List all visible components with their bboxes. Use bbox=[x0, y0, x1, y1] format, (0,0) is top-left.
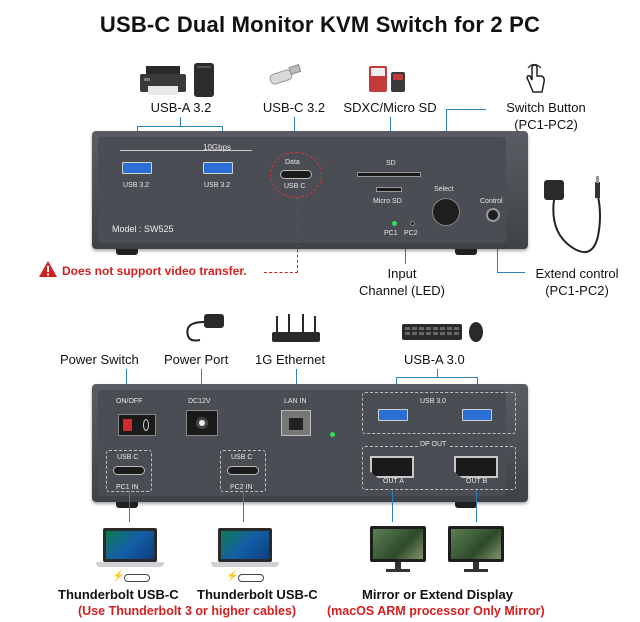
pc2-in-label: PC2 IN bbox=[228, 484, 255, 491]
pc1-label: PC1 bbox=[384, 230, 398, 237]
front-usb-a-port-2[interactable] bbox=[203, 162, 233, 174]
label-input-sub: Channel (LED) bbox=[359, 283, 445, 298]
power-switch[interactable] bbox=[118, 414, 156, 436]
dc-label: DC12V bbox=[188, 398, 211, 405]
sd-card-icon bbox=[369, 66, 405, 92]
out-a-label: OUT A bbox=[383, 478, 404, 485]
warning-icon bbox=[39, 261, 57, 277]
printer-icon bbox=[140, 66, 186, 95]
model-label: Model : SW525 bbox=[112, 224, 174, 234]
hard-drive-icon bbox=[194, 63, 214, 97]
front-data-label: Data bbox=[285, 159, 300, 166]
back-usbc-label-2: USB C bbox=[231, 454, 253, 461]
label-usb-a30: USB-A 3.0 bbox=[404, 352, 465, 367]
back-usbc-label-1: USB C bbox=[117, 454, 139, 461]
label-switch-button-sub: (PC1-PC2) bbox=[514, 117, 578, 132]
usb-stick-icon bbox=[269, 64, 302, 85]
warning-text: Does not support video transfer. bbox=[62, 264, 247, 278]
control-jack[interactable] bbox=[486, 208, 500, 222]
monitor-a-icon bbox=[370, 526, 426, 562]
lan-port[interactable] bbox=[281, 410, 311, 436]
lan-label: LAN IN bbox=[284, 398, 307, 405]
dp-out-b-port[interactable] bbox=[454, 456, 498, 478]
label-extend-sub: (PC1-PC2) bbox=[545, 283, 609, 298]
label-power-port: Power Port bbox=[164, 352, 229, 367]
label-thunderbolt-note: (Use Thunderbolt 3 or higher cables) bbox=[78, 604, 297, 618]
back-usb-a-port-2[interactable] bbox=[462, 409, 492, 421]
select-label: Select bbox=[434, 186, 454, 193]
dc-power-port[interactable] bbox=[186, 410, 218, 436]
page-title: USB-C Dual Monitor KVM Switch for 2 PC bbox=[99, 12, 541, 37]
usb30-label: USB 3.0 bbox=[420, 398, 447, 405]
front-usb-a-port-1[interactable] bbox=[122, 162, 152, 174]
micro-sd-slot[interactable] bbox=[376, 187, 402, 192]
pc2-label: PC2 bbox=[404, 230, 418, 237]
label-thunderbolt-1: Thunderbolt USB-C bbox=[58, 587, 179, 602]
label-usb-c-32: USB-C 3.2 bbox=[262, 100, 326, 115]
router-icon bbox=[272, 314, 320, 342]
lan-led bbox=[330, 432, 335, 437]
sd-card-slot[interactable] bbox=[357, 172, 421, 177]
front-usb32-label-1: USB 3.2 bbox=[123, 182, 150, 189]
extend-control-cable-icon bbox=[544, 176, 601, 254]
out-b-label: OUT B bbox=[466, 478, 488, 485]
power-adapter-icon bbox=[186, 314, 224, 342]
hand-pointer-icon bbox=[526, 63, 545, 93]
label-thunderbolt-2: Thunderbolt USB-C bbox=[197, 587, 318, 602]
pc1-usb-c-port[interactable] bbox=[113, 466, 145, 475]
label-sd: SDXC/Micro SD bbox=[343, 100, 437, 115]
monitor-b-icon bbox=[448, 526, 504, 562]
control-label: Control bbox=[480, 198, 503, 205]
dp-out-label: DP OUT bbox=[418, 441, 449, 448]
select-switch-button[interactable] bbox=[432, 198, 460, 226]
laptop-2-icon bbox=[218, 528, 272, 562]
front-micro-sd-label: Micro SD bbox=[373, 198, 402, 205]
speed-label: 10Gbps bbox=[203, 143, 232, 152]
thunderbolt-icon-2: ⚡ bbox=[226, 571, 266, 583]
on-off-label: ON/OFF bbox=[116, 398, 143, 405]
keyboard-mouse-icon bbox=[402, 322, 483, 342]
label-usb-a-32: USB-A 3.2 bbox=[150, 100, 212, 115]
label-power-switch: Power Switch bbox=[60, 352, 139, 367]
label-ethernet: 1G Ethernet bbox=[255, 352, 326, 367]
back-usb-a-port-1[interactable] bbox=[378, 409, 408, 421]
thunderbolt-icon-1: ⚡ bbox=[112, 571, 152, 583]
front-sd-label: SD bbox=[386, 160, 396, 167]
laptop-1-icon bbox=[103, 528, 157, 562]
label-mirror: Mirror or Extend Display bbox=[362, 587, 513, 602]
label-mirror-note: (macOS ARM processor Only Mirror) bbox=[327, 604, 545, 618]
front-usb-c-port[interactable] bbox=[280, 170, 312, 179]
front-usbc-label: USB C bbox=[284, 183, 306, 190]
dp-out-a-port[interactable] bbox=[370, 456, 414, 478]
label-extend: Extend control bbox=[535, 266, 619, 281]
label-switch-button: Switch Button bbox=[506, 100, 586, 115]
pc2-usb-c-port[interactable] bbox=[227, 466, 259, 475]
label-input: Input bbox=[387, 266, 417, 281]
kvm-back-panel bbox=[92, 384, 528, 502]
front-usb32-label-2: USB 3.2 bbox=[204, 182, 231, 189]
pc1-led bbox=[392, 221, 397, 226]
pc2-led bbox=[410, 221, 415, 226]
pc1-in-label: PC1 IN bbox=[114, 484, 141, 491]
